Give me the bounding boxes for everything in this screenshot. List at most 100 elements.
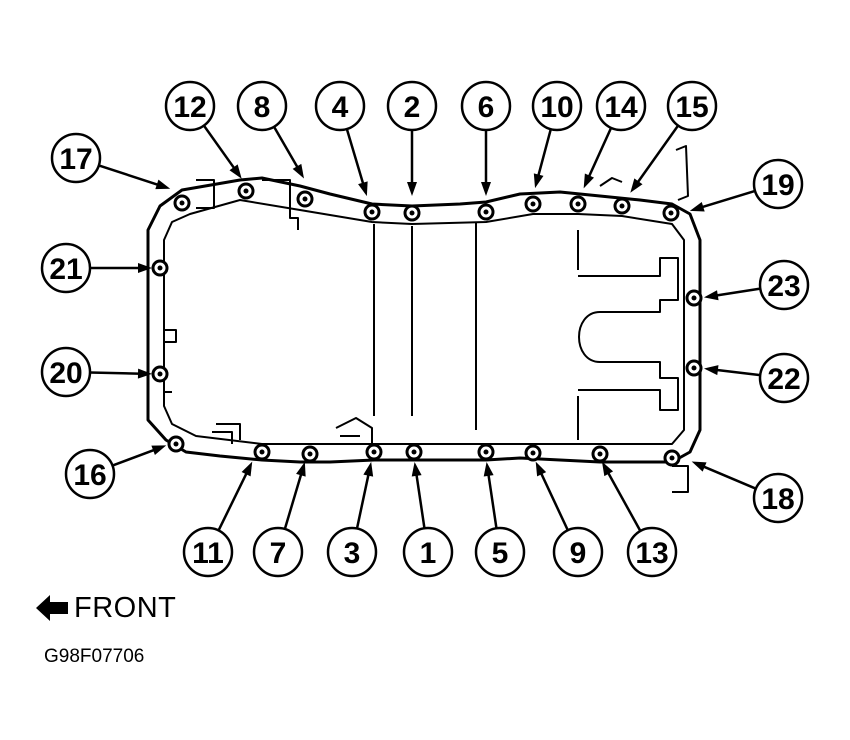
leader-arrowhead [703,290,719,301]
bolt-number: 20 [49,357,82,390]
leader-arrowhead [151,445,167,456]
bolt-hole [524,444,542,462]
bolt-number: 6 [478,91,495,124]
bolt-callout-20: 20 [40,346,92,398]
bolt-hole [685,289,703,307]
bolt-number: 18 [761,483,794,516]
leader-line [272,126,301,171]
leader-line [538,470,569,531]
bolt-markers [151,182,703,467]
leader-line [699,189,756,210]
leader-arrowhead [407,182,417,196]
bolt-callout-6: 6 [460,80,512,132]
bolt-hole [662,204,680,222]
bolt-hole [405,443,423,461]
bolt-number: 2 [404,91,421,124]
bolt-number: 1 [420,537,437,570]
bolt-callout-15: 15 [666,80,718,132]
bolt-number: 23 [767,270,800,303]
leader-arrowhead [411,461,422,477]
bolt-hole [296,190,314,208]
bolt-number: 14 [604,91,638,124]
leader-arrowhead [292,163,304,179]
leader-line [713,287,761,298]
bolt-number: 13 [635,537,668,570]
leader-line [217,470,249,531]
bolt-callout-1: 1 [402,526,454,578]
leader-arrowhead [583,173,594,189]
leader-line [605,469,642,532]
bolt-callout-16: 16 [64,448,116,500]
leader-arrowhead [630,178,643,193]
leader-line [414,471,426,529]
bolt-hole [685,359,703,377]
bolt-number: 7 [270,537,287,570]
front-label: FRONT [74,592,177,624]
leader-arrowhead [483,461,494,477]
leader-arrowhead [703,365,719,376]
bolt-callout-7: 7 [252,526,304,578]
bolt-hole [477,203,495,221]
bolt-callout-2: 2 [386,80,438,132]
bolt-number: 3 [344,537,361,570]
leader-line [345,128,366,187]
bolt-callout-11: 11 [182,526,234,578]
bolt-number: 12 [173,91,206,124]
leader-arrowhead [601,461,614,477]
leader-arrowhead [689,201,705,212]
bolt-callout-19: 19 [752,158,804,210]
leader-arrowhead [533,173,544,189]
leader-line [536,128,553,179]
leader-arrowhead [137,368,153,379]
bolt-callout-21: 21 [40,242,92,294]
bolt-hole [237,182,255,200]
bolt-hole [151,365,169,383]
leader-line [486,471,498,529]
leader-arrowhead [296,461,306,477]
front-arrow-icon [36,595,68,621]
bolt-hole [403,204,421,222]
bolt-hole [301,445,319,463]
figure-code: G98F07706 [44,646,145,667]
leader-arrowhead [229,164,242,179]
leader-line [89,371,143,375]
bolt-hole [167,435,185,453]
leader-line [586,127,613,180]
bolt-callout-10: 10 [531,80,583,132]
bolt-callout-23: 23 [758,259,810,311]
bolt-callout-13: 13 [626,526,678,578]
leader-arrowhead [241,461,253,477]
bolt-number: 19 [761,169,794,202]
leader-arrowhead [363,461,374,477]
leader-arrowhead [691,461,707,472]
bolt-number: 8 [254,91,271,124]
bolt-number: 11 [192,537,224,570]
bolt-number: 17 [59,143,92,176]
bolt-hole [663,449,681,467]
bolt-hole [591,445,609,463]
bolt-hole [173,194,191,212]
leader-arrowhead [535,461,547,477]
leader-arrowhead [358,181,368,197]
bolt-callout-9: 9 [552,526,604,578]
leader-line [98,164,162,187]
bolt-hole [477,443,495,461]
bolt-hole [365,443,383,461]
leader-line [355,471,371,529]
bolt-number: 22 [767,363,800,396]
bolt-hole [524,195,542,213]
bolt-callout-12: 12 [164,80,216,132]
bolt-callout-18: 18 [752,472,804,524]
bolt-callout-14: 14 [595,80,647,132]
leader-arrowhead [138,263,152,273]
bolt-number: 21 [49,253,82,286]
oil-pan-outline [146,145,702,493]
bolt-number: 15 [675,91,708,124]
leader-line [713,368,761,377]
bolt-number: 5 [492,537,509,570]
bolt-number: 9 [570,537,587,570]
leader-arrows [89,124,761,532]
bolt-hole [363,203,381,221]
